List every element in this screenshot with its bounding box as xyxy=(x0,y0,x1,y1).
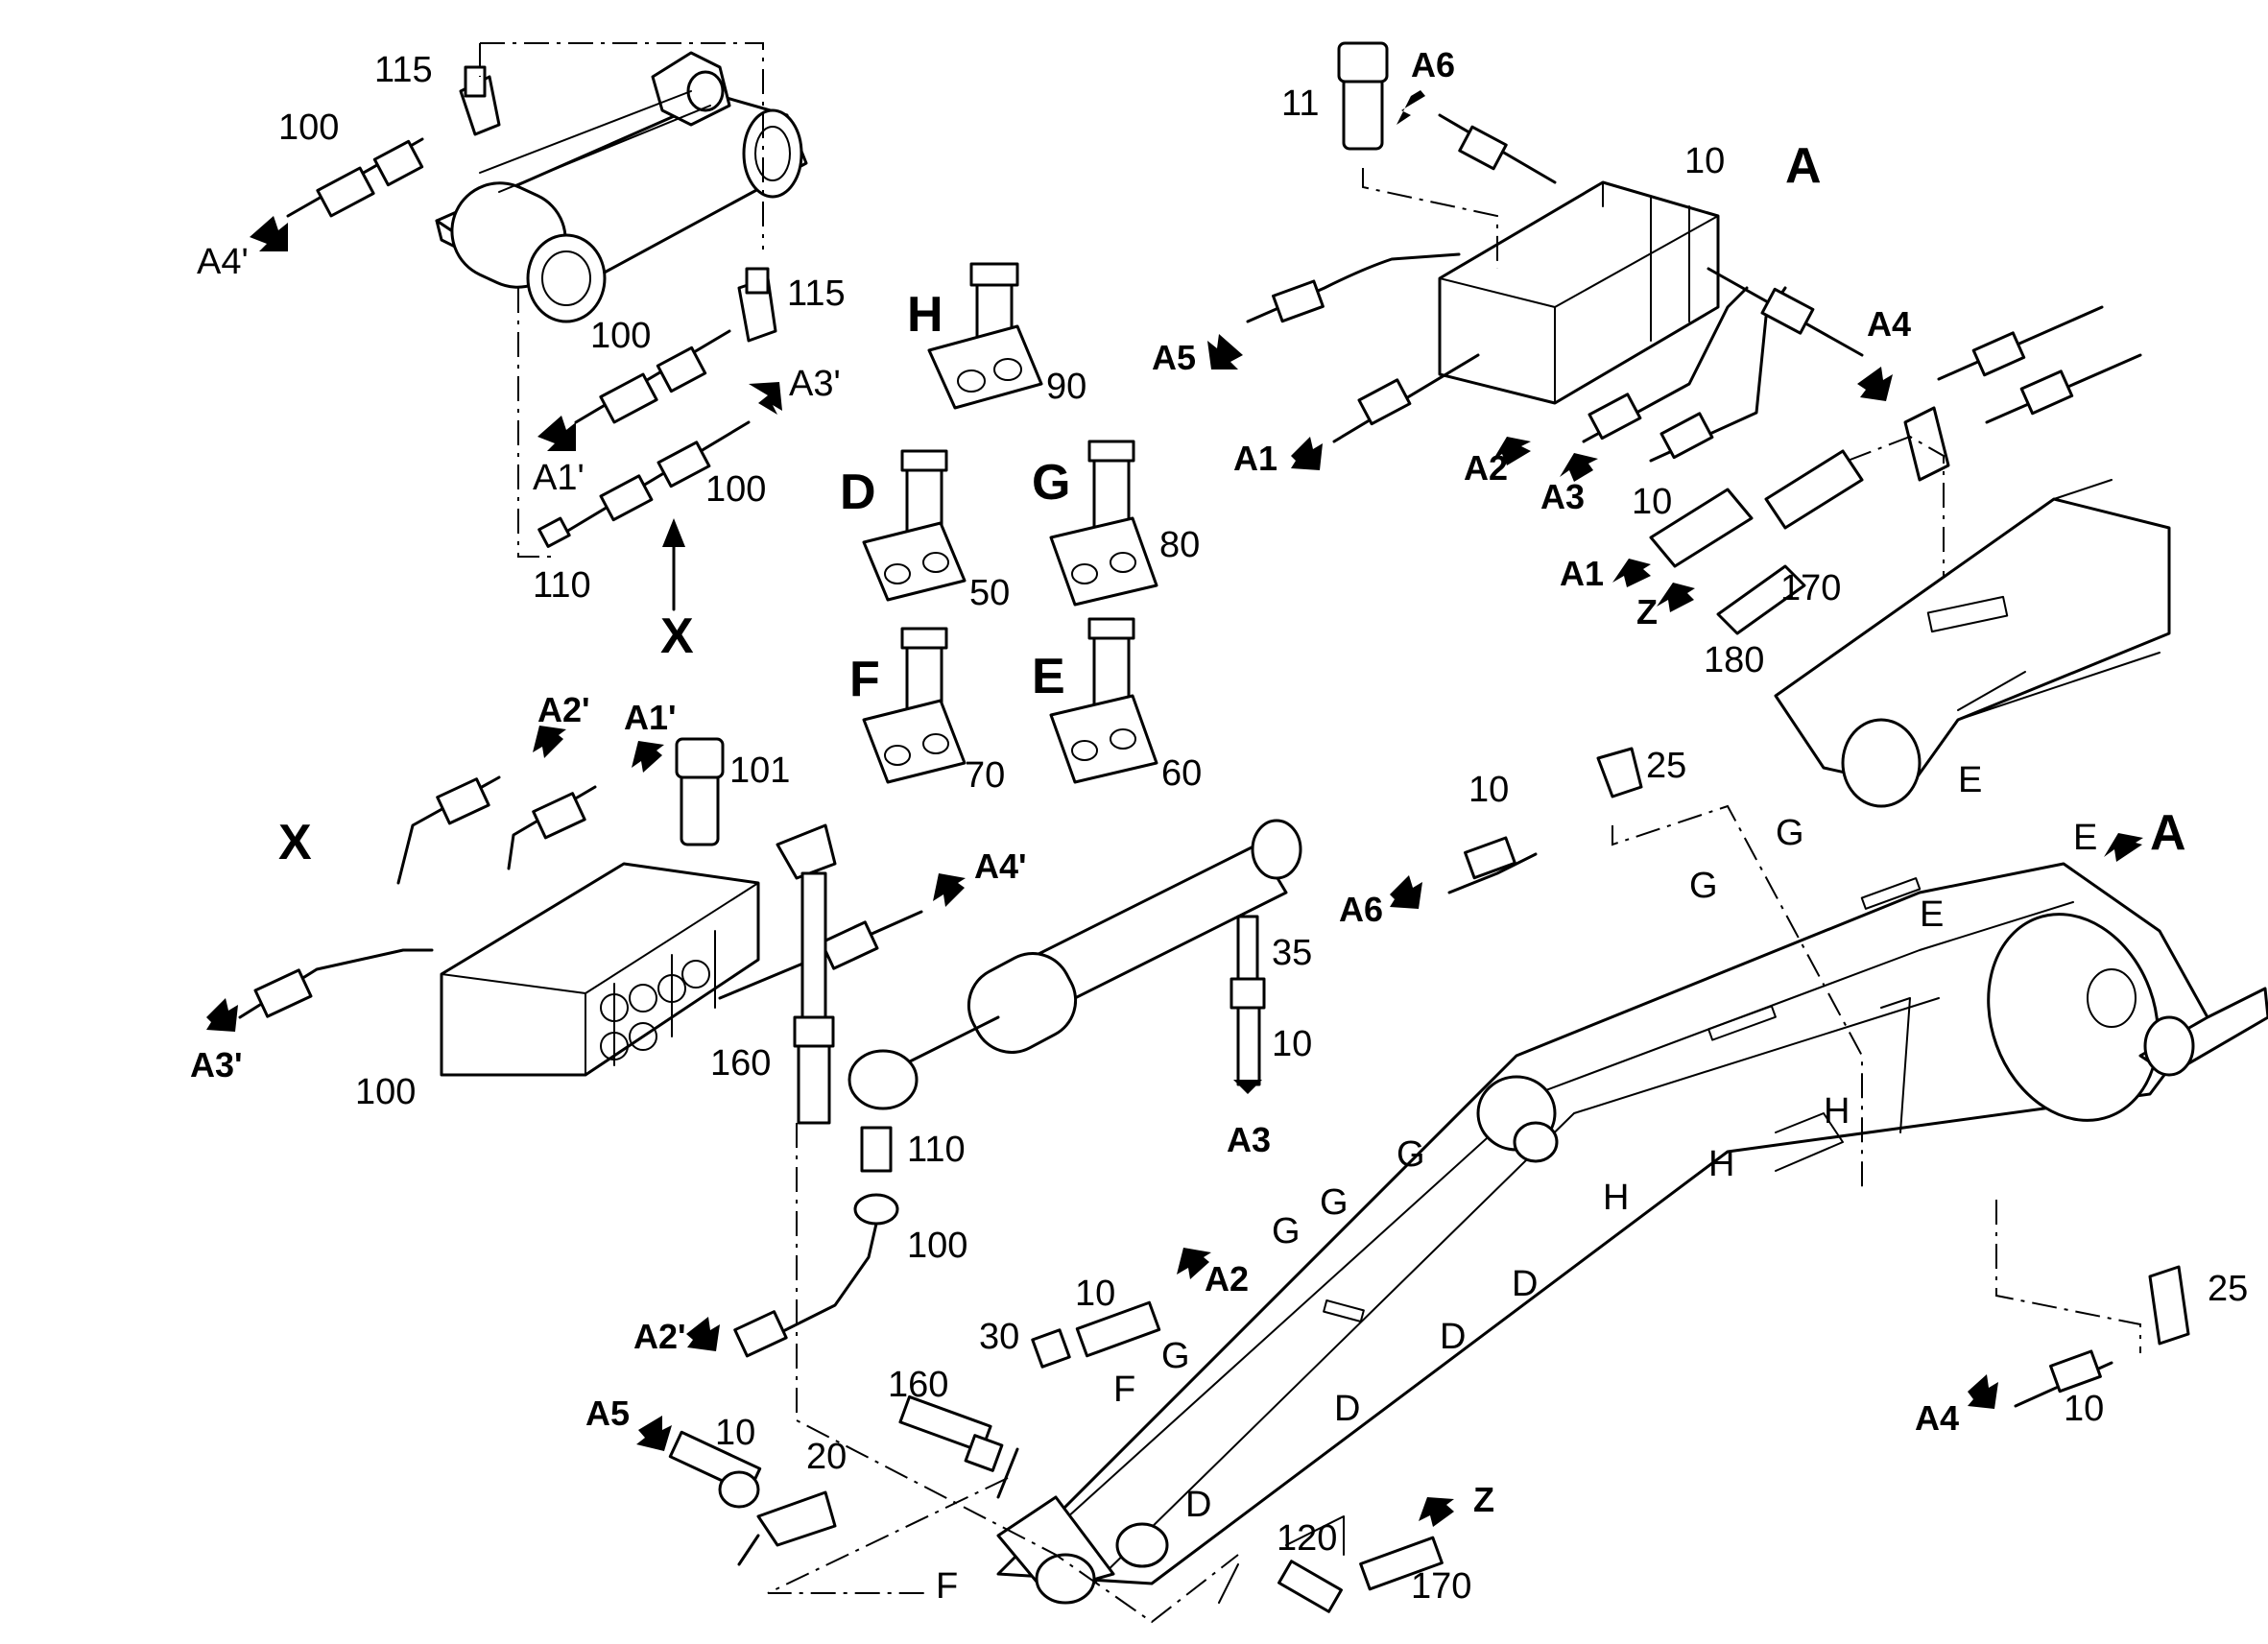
callout-100-x: 100 xyxy=(355,1072,416,1112)
callout-60: 60 xyxy=(1161,753,1202,794)
callout-25-low: 25 xyxy=(2208,1269,2248,1309)
callout-A1p-top: A1' xyxy=(533,458,585,498)
callout-100-mid: 100 xyxy=(590,316,651,356)
callout-10-cyl: 10 xyxy=(1272,1024,1312,1064)
callout-A3p-top: A3' xyxy=(789,364,841,404)
lower-fittings xyxy=(668,747,2190,1613)
view-label-A-right: A xyxy=(2150,805,2186,861)
upper-boom-end xyxy=(1774,479,2171,808)
boom-label-D3: D xyxy=(1334,1389,1360,1429)
boom-label-G4: G xyxy=(1320,1182,1349,1223)
boom-label-G3: G xyxy=(1397,1134,1425,1175)
callout-160-low: 160 xyxy=(888,1365,948,1405)
callout-20: 20 xyxy=(806,1437,847,1477)
boom-label-G6: G xyxy=(1161,1336,1190,1376)
hydraulic-cylinder xyxy=(733,819,1302,1358)
boom-label-G1: G xyxy=(1776,813,1804,853)
callout-A3p-x: A3' xyxy=(190,1045,243,1084)
valve-block-X xyxy=(238,737,923,1125)
detail-label-D: D xyxy=(840,465,876,520)
callout-25-top: 25 xyxy=(1646,746,1686,786)
callout-30: 30 xyxy=(979,1317,1019,1357)
detail-label-F: F xyxy=(849,652,880,707)
boom-label-H1: H xyxy=(1824,1091,1850,1132)
callout-80: 80 xyxy=(1159,525,1200,565)
callout-A5-low: A5 xyxy=(585,1394,630,1433)
callout-110-cyl: 110 xyxy=(907,1130,966,1170)
top-left-valve-assembly xyxy=(286,42,808,611)
callout-A6-mid: A6 xyxy=(1339,890,1383,929)
callout-A6-top: A6 xyxy=(1411,45,1455,84)
callout-A2-low: A2 xyxy=(1205,1259,1249,1299)
boom-label-D4: D xyxy=(1185,1485,1211,1525)
callout-115-top: 115 xyxy=(374,50,433,90)
flow-arrows xyxy=(206,90,2143,1527)
callout-A1-mid: A1 xyxy=(1560,554,1604,593)
view-label-A-top: A xyxy=(1785,138,1822,194)
callout-Z-top: Z xyxy=(1636,592,1658,631)
callout-10-A4: 10 xyxy=(2064,1389,2104,1429)
callout-10-low: 10 xyxy=(1075,1274,1115,1314)
boom-label-F2: F xyxy=(936,1566,958,1607)
boom-label-H2: H xyxy=(1708,1144,1734,1184)
callout-50: 50 xyxy=(969,573,1010,613)
view-label-X: X xyxy=(278,815,312,870)
callout-A1p-x: A1' xyxy=(624,698,677,737)
callout-10-A6: 10 xyxy=(1468,770,1509,810)
boom-label-F1: F xyxy=(1113,1370,1135,1410)
callout-180: 180 xyxy=(1704,640,1764,680)
callout-35: 35 xyxy=(1272,933,1312,973)
boom-label-D2: D xyxy=(1440,1317,1466,1357)
callout-70: 70 xyxy=(965,755,1005,796)
detail-label-G: G xyxy=(1032,455,1070,511)
callout-A4p-x: A4' xyxy=(974,846,1027,886)
callout-10-mid: 10 xyxy=(1632,482,1672,522)
callout-170-low: 170 xyxy=(1411,1566,1471,1607)
callout-110-top: 110 xyxy=(533,565,591,606)
boom-label-E1: E xyxy=(1958,760,1982,800)
callout-101: 101 xyxy=(729,751,790,791)
callout-10-A5: 10 xyxy=(715,1413,755,1453)
callout-A3-cyl: A3 xyxy=(1227,1120,1271,1159)
callout-160-x: 160 xyxy=(710,1043,771,1084)
callout-115-mid: 115 xyxy=(787,274,846,314)
detail-label-H: H xyxy=(907,287,943,343)
callout-100-low: 100 xyxy=(705,469,766,510)
boom-label-E2: E xyxy=(2073,818,2097,858)
view-label-X-arrow: X xyxy=(660,608,694,664)
detail-label-E: E xyxy=(1032,649,1065,704)
main-boom xyxy=(767,804,2268,1624)
boom-label-G2: G xyxy=(1689,866,1718,906)
top-right-valve-assembly-A xyxy=(1246,41,2142,635)
callout-A2-top: A2 xyxy=(1464,448,1508,488)
callout-100-cyl: 100 xyxy=(907,1226,967,1266)
boom-label-G5: G xyxy=(1272,1211,1301,1251)
callout-Z-low: Z xyxy=(1473,1480,1494,1519)
callout-120: 120 xyxy=(1277,1518,1337,1559)
clamp-details xyxy=(862,262,1158,784)
callout-A2p-x: A2' xyxy=(537,690,590,729)
callout-A1-top: A1 xyxy=(1233,439,1277,478)
boom-label-H3: H xyxy=(1603,1178,1629,1218)
callout-A3-top: A3 xyxy=(1540,477,1585,516)
callout-A5-top: A5 xyxy=(1152,338,1196,377)
callout-170-top: 170 xyxy=(1780,568,1841,608)
boom-label-E3: E xyxy=(1920,894,1944,935)
boom-label-D1: D xyxy=(1512,1264,1538,1304)
callout-A4-low: A4 xyxy=(1915,1398,1959,1438)
callout-A4p-top: A4' xyxy=(197,242,249,282)
callout-100-top: 100 xyxy=(278,107,339,148)
callout-11: 11 xyxy=(1281,83,1319,124)
callout-A2p-low: A2' xyxy=(633,1317,686,1356)
callout-A4-top: A4 xyxy=(1867,304,1911,344)
callout-10-top: 10 xyxy=(1684,141,1725,181)
callout-90: 90 xyxy=(1046,367,1086,407)
